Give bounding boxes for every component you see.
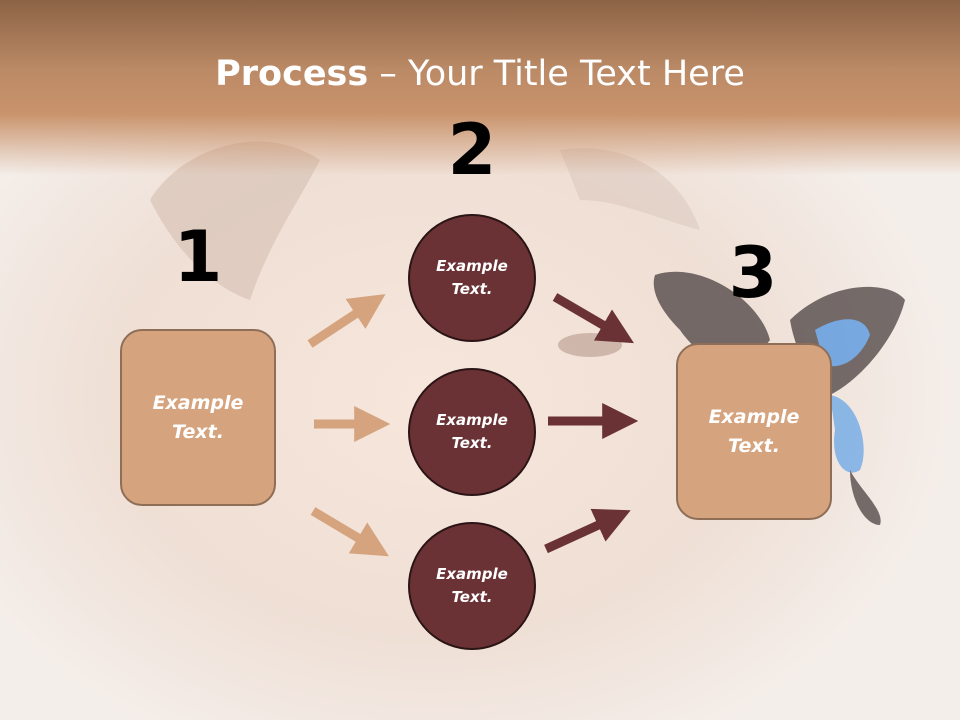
process-circle-middle[interactable]: Example Text. bbox=[408, 368, 536, 496]
title-band bbox=[0, 0, 960, 175]
step-box-1[interactable]: Example Text. bbox=[120, 329, 276, 506]
step-number-2: 2 bbox=[447, 109, 497, 191]
process-circle-top-text: Example Text. bbox=[436, 257, 508, 298]
process-circle-bottom[interactable]: Example Text. bbox=[408, 522, 536, 650]
process-circle-top[interactable]: Example Text. bbox=[408, 214, 536, 342]
process-circle-bottom-text: Example Text. bbox=[436, 565, 508, 606]
slide-title: Process – Your Title Text Here bbox=[0, 52, 960, 96]
title-bold: Process bbox=[215, 54, 369, 94]
step-number-1: 1 bbox=[173, 216, 223, 298]
process-circle-middle-text: Example Text. bbox=[436, 411, 508, 452]
title-rest: – Your Title Text Here bbox=[368, 54, 745, 94]
step-box-3[interactable]: Example Text. bbox=[676, 343, 832, 520]
step-number-3: 3 bbox=[728, 232, 778, 314]
step-box-3-text: Example Text. bbox=[708, 405, 800, 457]
step-box-1-text: Example Text. bbox=[152, 391, 244, 443]
